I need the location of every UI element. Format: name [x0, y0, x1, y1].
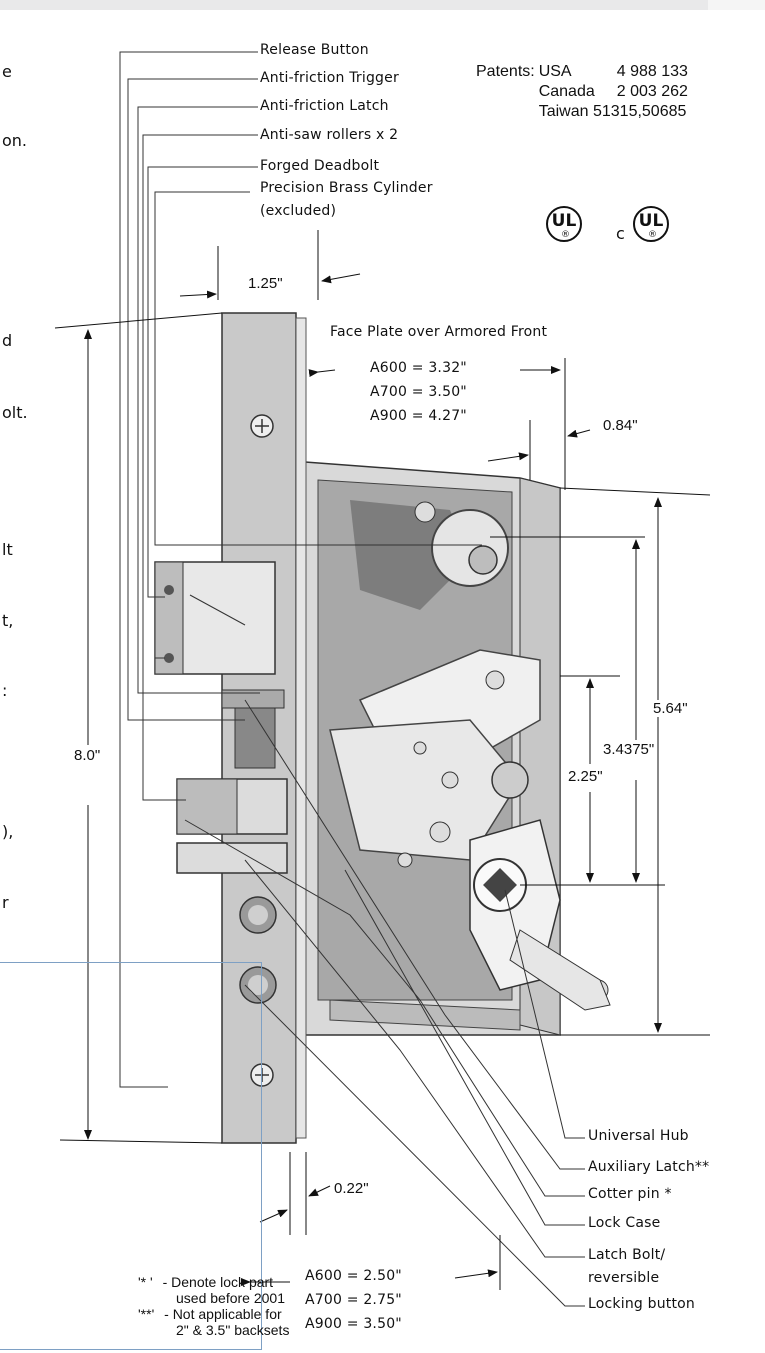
- note-item: '* ' - Denote lock part: [138, 1274, 289, 1290]
- canada-c-mark: c: [616, 224, 625, 243]
- label-face-plate: Face Plate over Armored Front: [330, 324, 548, 340]
- cul-logo-icon: UL ®: [633, 206, 669, 242]
- label-anti-friction-trigger: Anti-friction Trigger: [260, 70, 399, 86]
- note-mark: '**': [138, 1306, 155, 1322]
- label-locking-button: Locking button: [588, 1296, 696, 1312]
- label-release-button: Release Button: [260, 42, 369, 58]
- cylinder-housing: [431, 509, 509, 587]
- left-text-fragment: ),: [2, 822, 14, 841]
- note-item: '**' - Not applicable for: [138, 1306, 289, 1322]
- patents-label: Patents:: [476, 63, 535, 80]
- label-cotter-pin: Cotter pin *: [588, 1186, 672, 1202]
- left-text-fragment: on.: [2, 131, 28, 150]
- left-text-fragment: lt: [2, 540, 13, 559]
- note-text: - Not applicable for: [164, 1306, 282, 1322]
- dim-hub-to-latch: 2.25": [565, 764, 621, 790]
- dim-a600-backset: A600 = 2.50": [305, 1268, 402, 1284]
- dim-faceplate-height: 8.0": [38, 745, 118, 803]
- forged-deadbolt: [154, 561, 276, 675]
- label-latch-bolt: Latch Bolt/: [588, 1247, 666, 1263]
- spring-icon: [491, 761, 529, 799]
- dim-a700-backset: A700 = 2.75": [305, 1292, 402, 1308]
- patent-number: 2 003 262: [616, 83, 688, 100]
- dimension-lines: [54, 230, 711, 1290]
- dim-case-height: 5.64": [650, 700, 691, 717]
- patent-number: 4 988 133: [616, 63, 688, 80]
- notes-list: '* ' - Denote lock part used before 2001…: [138, 1274, 289, 1338]
- dim-a600-depth: A600 = 3.32": [370, 360, 467, 376]
- dim-a900-backset: A900 = 3.50": [305, 1316, 402, 1332]
- note-text: - Denote lock part: [162, 1274, 274, 1290]
- dim-top-width: 1.25": [248, 275, 283, 292]
- note-text-continued: used before 2001: [176, 1290, 285, 1306]
- patents-block: Patents: USA 4 988 133 Canada 2 003 262 …: [476, 62, 692, 122]
- dim-faceplate-thickness: 0.22": [334, 1180, 369, 1197]
- label-latch-bolt-reversible: reversible: [588, 1270, 660, 1286]
- label-anti-saw-rollers: Anti-saw rollers x 2: [260, 127, 399, 143]
- label-auxiliary-latch: Auxiliary Latch**: [588, 1159, 710, 1175]
- dim-offset: 0.84": [603, 417, 638, 434]
- label-precision-cylinder: Precision Brass Cylinder: [260, 180, 433, 196]
- dim-a900-depth: A900 = 4.27": [370, 408, 467, 424]
- patent-country: USA: [538, 63, 572, 80]
- label-universal-hub: Universal Hub: [588, 1128, 689, 1144]
- left-text-fragment: e: [2, 62, 12, 81]
- dim-a700-depth: A700 = 3.50": [370, 384, 467, 400]
- callout-leaders: [119, 51, 482, 1088]
- label-anti-friction-latch: Anti-friction Latch: [260, 98, 389, 114]
- label-lock-case: Lock Case: [588, 1215, 661, 1231]
- left-text-fragment: olt.: [2, 403, 28, 422]
- label-cylinder-excluded: (excluded): [260, 203, 337, 219]
- lock-case: [304, 461, 611, 1036]
- left-text-fragment: d: [2, 331, 13, 350]
- dim-hub-to-cylinder: 3.4375": [600, 741, 658, 758]
- notes-box: [0, 962, 262, 1350]
- patent-country: Taiwan: [538, 103, 589, 120]
- left-text-fragment: r: [2, 893, 9, 912]
- bottom-callout-leaders: [184, 699, 585, 1307]
- patent-number: 51315,50685: [592, 103, 687, 120]
- note-text-continued: 2" & 3.5" backsets: [176, 1322, 290, 1338]
- note-mark: '* ': [138, 1274, 153, 1290]
- ul-logo-icon: UL ®: [546, 206, 582, 242]
- top-bar: [0, 0, 708, 10]
- label-forged-deadbolt: Forged Deadbolt: [260, 158, 380, 174]
- patent-country: Canada: [538, 83, 595, 100]
- top-bar-right: [708, 0, 765, 10]
- left-text-fragment: t,: [2, 611, 14, 630]
- left-text-fragment: :: [2, 681, 8, 700]
